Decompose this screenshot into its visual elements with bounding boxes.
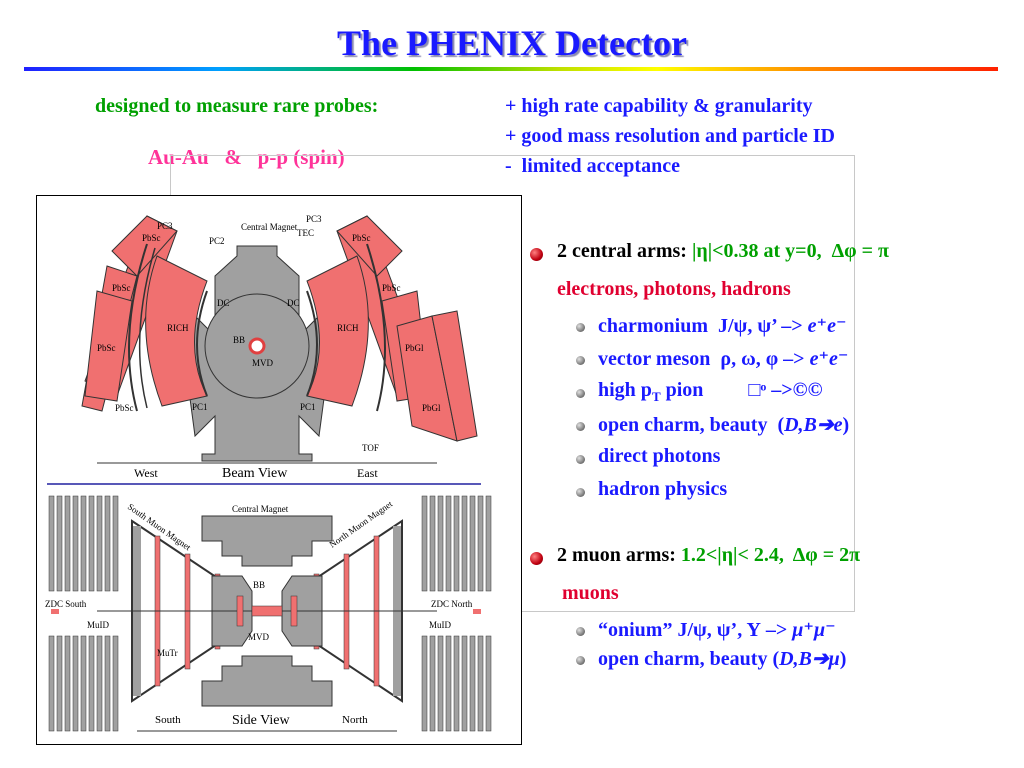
list-item: hadron physics: [598, 478, 728, 500]
list-item: charmonium J/ψ, ψ’ –> e⁺e⁻: [598, 315, 847, 337]
slide-title: The PHENIX Detector: [337, 23, 687, 63]
north-muid: [421, 495, 492, 732]
label-north: North: [342, 714, 368, 726]
feature-line-1: + high rate capability & granularity: [505, 95, 813, 117]
label-pc2: PC2: [209, 236, 225, 246]
label-pc3-east: PC3: [306, 214, 322, 224]
bullet: [576, 389, 585, 398]
west-pbsc-4: [84, 290, 133, 402]
bullet: [576, 627, 585, 636]
west-pc3: [128, 243, 148, 412]
label-pbgl: PbGl: [422, 403, 441, 413]
bullet: [576, 356, 585, 365]
muon-subtitle: muons: [562, 582, 619, 604]
central-arms-line: 2 central arms: |η|<0.38 at y=0, Δφ = π: [557, 240, 889, 263]
label-dc-west: DC: [217, 298, 230, 308]
south-muid: [48, 495, 119, 732]
label-mvd-side: MVD: [248, 632, 270, 642]
beam-pipe: [248, 337, 266, 355]
bullet-muon: [530, 552, 543, 565]
detector-diagram: PC3 PC2 Central Magnet PC3 TEC PbSc PbSc…: [36, 195, 522, 745]
label-rich-east: RICH: [337, 323, 359, 333]
east-rich: [306, 255, 369, 407]
label-pbsc: PbSc: [382, 283, 401, 293]
feature-line-3: - limited acceptance: [505, 155, 680, 177]
central-subtitle: electrons, photons, hadrons: [557, 278, 791, 300]
label-mvd-beam: MVD: [252, 358, 274, 368]
central-arms-label: 2 central arms:: [557, 240, 687, 262]
label-pc3-west: PC3: [157, 221, 173, 231]
east-dc: [306, 290, 318, 397]
label-dc-east: DC: [287, 298, 300, 308]
label-zdc-north: ZDC North: [431, 599, 473, 609]
label-pbgl: PbGl: [405, 343, 424, 353]
west-dc: [196, 290, 208, 397]
bullet: [576, 323, 585, 332]
bb-north: [290, 595, 298, 627]
label-central-magnet-side: Central Magnet: [232, 504, 289, 514]
muon-arms-label: 2 muon arms:: [557, 544, 676, 566]
west-pbsc-3: [111, 215, 178, 277]
label-pbsc: PbSc: [97, 343, 116, 353]
side-view: Central Magnet South Muon Magnet North M…: [45, 495, 492, 732]
beam-view: PC3 PC2 Central Magnet PC3 TEC PbSc PbSc…: [81, 214, 478, 481]
list-item: high pT pion □ᵒ –>©©: [598, 379, 823, 404]
bullet: [576, 455, 585, 464]
east-pbgl-2: [431, 310, 478, 442]
label-tec: TEC: [297, 228, 314, 238]
label-pbsc: PbSc: [115, 403, 134, 413]
label-mutr: MuTr: [157, 648, 178, 658]
east-pc3: [366, 243, 386, 412]
central-arms-cond: |η|<0.38 at y=0, Δφ = π: [691, 240, 889, 262]
designed-text: designed to measure rare probes:: [95, 95, 379, 117]
label-pbsc: PbSc: [112, 283, 131, 293]
list-item: open charm, beauty (D,B➔e): [598, 414, 850, 436]
collision-systems: Au-Au & p-p (spin): [148, 145, 345, 169]
label-pc1-east: PC1: [300, 402, 316, 412]
label-east: East: [357, 466, 378, 480]
label-muid-south: MuID: [87, 620, 109, 630]
label-pbsc: PbSc: [142, 233, 161, 243]
detector-svg: PC3 PC2 Central Magnet PC3 TEC PbSc PbSc…: [45, 214, 492, 732]
label-pbsc: PbSc: [352, 233, 371, 243]
label-rich-west: RICH: [167, 323, 189, 333]
label-bb-side: BB: [253, 580, 265, 590]
muon-arms-line: 2 muon arms: 1.2<|η|< 2.4, Δφ = 2π: [557, 544, 860, 567]
zdc-north: [473, 609, 481, 614]
west-rich: [145, 255, 208, 407]
bb-south: [236, 595, 244, 627]
label-side-view: Side View: [232, 713, 291, 728]
label-south: South: [155, 714, 181, 726]
list-item: open charm, beauty (D,B➔μ): [598, 648, 847, 670]
east-pbsc-2: [336, 215, 403, 277]
central-magnet-side-bottom: [201, 655, 333, 707]
zdc-south: [51, 609, 59, 614]
muon-arms-cond: 1.2<|η|< 2.4, Δφ = 2π: [680, 544, 861, 566]
bullet: [576, 422, 585, 431]
label-zdc-south: ZDC South: [45, 599, 87, 609]
label-bb-beam: BB: [233, 335, 245, 345]
label-west: West: [134, 466, 158, 480]
list-item: vector meson ρ, ω, φ –> e⁺e⁻: [598, 348, 849, 370]
bullet: [576, 656, 585, 665]
bullet-central: [530, 248, 543, 261]
label-tof: TOF: [362, 443, 379, 453]
label-muid-north: MuID: [429, 620, 451, 630]
label-central-magnet-beam: Central Magnet: [241, 222, 298, 232]
label-pc1-west: PC1: [192, 402, 208, 412]
bullet: [576, 488, 585, 497]
central-magnet-side-top: [201, 515, 333, 567]
mvd-side: [251, 605, 283, 617]
label-beam-view: Beam View: [222, 466, 288, 481]
list-item: direct photons: [598, 445, 721, 467]
feature-line-2: + good mass resolution and particle ID: [505, 125, 835, 147]
title-underline: [24, 67, 998, 71]
list-item: “onium” J/ψ, ψ’, Υ –> μ⁺μ⁻: [598, 619, 836, 641]
west-pc2: [138, 247, 156, 409]
